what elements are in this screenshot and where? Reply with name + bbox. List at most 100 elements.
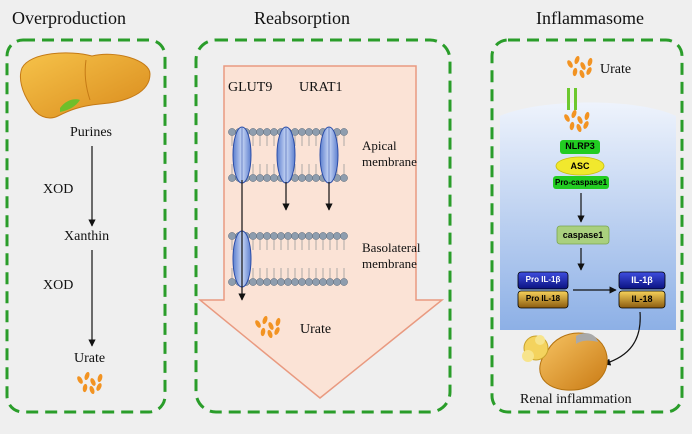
xanthin-label: Xanthin: [64, 229, 110, 244]
lipid-head: [270, 128, 278, 136]
lipid-head: [340, 128, 348, 136]
lipid-head: [298, 232, 306, 240]
basolateral-label-line1: Basolateral: [362, 240, 421, 255]
purines-label: Purines: [70, 125, 112, 140]
apical-label-line2: membrane: [362, 154, 417, 169]
lipid-head: [298, 174, 306, 182]
caspase1-box: [556, 225, 610, 245]
reabsorption-title: Reabsorption: [254, 8, 350, 28]
lipid-head: [333, 278, 341, 286]
lipid-head: [277, 232, 285, 240]
pro-il18-box: [517, 290, 569, 309]
urate-crystal: [267, 329, 273, 339]
lipid-head: [256, 278, 264, 286]
lipid-head: [326, 232, 334, 240]
il1b-label: IL-1β: [631, 275, 653, 285]
urate-crystal: [572, 67, 578, 77]
il18-label: IL-18: [631, 294, 653, 304]
lipid-head: [298, 128, 306, 136]
pro-il1b-box: [517, 271, 569, 290]
lipid-head: [312, 232, 320, 240]
lipid-head: [284, 278, 292, 286]
procaspase-box: [553, 176, 609, 189]
pro-il18-label: Pro IL-18: [525, 294, 561, 303]
lipid-head: [270, 232, 278, 240]
basolateral-label-line2: membrane: [362, 256, 417, 271]
lipid-head: [305, 278, 313, 286]
urate-crystal: [587, 57, 593, 67]
lipid-head: [333, 232, 341, 240]
urate-crystal: [584, 111, 590, 121]
apical-label-line1: Apical: [362, 138, 397, 153]
urate-crystal: [567, 60, 573, 68]
glut9-label: GLUT9: [228, 80, 273, 95]
urate-crystal: [89, 385, 95, 395]
lipid-head: [263, 278, 271, 286]
lipid-head: [228, 128, 236, 136]
urate-label-right: Urate: [600, 62, 632, 77]
liver-illustration: [19, 52, 151, 119]
lipid-head: [312, 174, 320, 182]
urate-label-middle: Urate: [300, 322, 332, 337]
urate-crystal: [579, 69, 585, 79]
procaspase-label: Pro-caspase1: [554, 178, 608, 187]
urate-crystal: [82, 383, 88, 393]
arrow-to-kidney: [603, 311, 641, 366]
urate-crystal: [580, 62, 586, 70]
caspase1-label: caspase1: [562, 230, 604, 240]
nlrp3-box: [560, 140, 600, 154]
lipid-head: [305, 174, 313, 182]
lipid-head: [256, 232, 264, 240]
pro-il1b-label: Pro IL-1β: [525, 275, 561, 284]
xod-label-2: XOD: [43, 278, 74, 293]
urate-crystal: [569, 121, 575, 131]
reabsorption-panel: [194, 38, 452, 414]
urate-crystal: [96, 383, 102, 391]
lipid-head: [270, 278, 278, 286]
urate-crystal: [571, 109, 577, 119]
lipid-head: [319, 278, 327, 286]
lipid-head: [263, 174, 271, 182]
renal-inflammation-label: Renal inflammation: [520, 392, 632, 407]
lipid-head: [263, 232, 271, 240]
urate-crystal: [274, 327, 280, 335]
urate-crystal: [574, 55, 580, 65]
lipid-head: [256, 174, 264, 182]
nlrp3-label: NLRP3: [565, 141, 595, 151]
asc-label: ASC: [570, 161, 590, 171]
lipid-head: [249, 232, 257, 240]
lipid-head: [326, 278, 334, 286]
urate-crystals-icon: [77, 371, 103, 395]
urate-crystal: [84, 371, 90, 381]
urate-crystal: [262, 315, 268, 325]
lipid-head: [277, 278, 285, 286]
overproduction-title: Overproduction: [12, 8, 126, 28]
inflammasome-title: Inflammasome: [536, 8, 644, 28]
urate-crystal: [583, 121, 589, 129]
lipid-head: [270, 174, 278, 182]
xod-label-1: XOD: [43, 182, 74, 197]
lipid-head: [228, 232, 236, 240]
lipid-head: [228, 278, 236, 286]
urate-crystal: [564, 114, 570, 122]
lipid-head: [305, 232, 313, 240]
urate-crystal: [586, 67, 592, 75]
urate-crystal: [260, 327, 266, 337]
urate-crystals-icon: [255, 315, 281, 339]
lipid-head: [263, 128, 271, 136]
kidney-illustration: [522, 332, 608, 391]
il1b-box: [618, 271, 666, 290]
lipid-head: [312, 278, 320, 286]
lipid-head: [298, 278, 306, 286]
lipid-head: [249, 128, 257, 136]
lipid-head: [312, 128, 320, 136]
lipid-head: [249, 278, 257, 286]
urate-crystal: [90, 378, 96, 386]
lipid-head: [305, 128, 313, 136]
urate-crystal: [77, 376, 83, 384]
urate-crystal: [577, 116, 583, 124]
urate-crystal: [275, 317, 281, 327]
lipid-head: [291, 278, 299, 286]
overproduction-panel: [5, 38, 167, 414]
